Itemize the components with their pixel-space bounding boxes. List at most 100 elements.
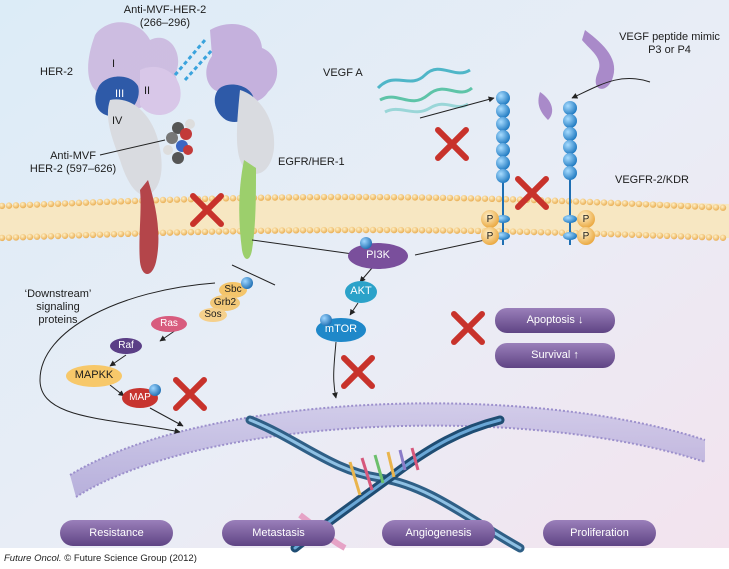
lipid-head [656,201,664,209]
lipid-head [607,199,615,207]
lipid-head [397,194,405,201]
lipid-head [614,231,622,238]
lipid-head [530,228,538,236]
lipid-head [719,204,727,211]
lipid-head [376,193,384,201]
lipid-head [89,199,97,206]
lipid-head [719,234,727,241]
lipid-head [124,230,132,238]
receptor-bead [496,104,510,118]
lipid-head [5,234,13,241]
lipid-head [292,227,300,234]
lipid-head [306,193,314,201]
receptor-bead [563,127,577,141]
her2-receptor [88,22,181,274]
lipid-head [621,200,629,207]
phospho-markers [149,237,372,396]
downstream-line2: signaling [36,301,80,313]
lipid-head [502,195,510,203]
domain-iii-label: III [115,88,125,100]
lipid-head [614,199,622,207]
lipid-head [670,202,678,209]
inhibition-x-icon [173,377,207,411]
lipid-head [47,233,55,240]
lipid-head [558,197,566,205]
anti-mvf-molecule-bottom [163,119,195,164]
lipid-head [334,226,342,234]
lipid-head [166,229,174,236]
raf-node: Raf [118,340,134,351]
lipid-head [460,194,468,202]
lipid-head [446,194,454,202]
receptor-bead [496,91,510,105]
receptor-tm-bead [563,215,577,223]
nuclear-membrane [69,402,706,498]
lipid-head [12,234,20,241]
lipid-head [425,194,433,201]
lipid-head [89,231,97,239]
receptor-bead [563,166,577,180]
lipid-head [642,201,650,208]
lipid-head [684,202,692,210]
lipid-head [649,201,657,208]
lipid-head [201,228,209,236]
lipid-head [40,233,48,240]
lipid-head [306,227,314,234]
lipid-head [264,227,272,234]
lipid-head [341,193,349,201]
lipid-head [362,193,370,201]
vegfr2-label: VEGFR-2/KDR [615,174,689,186]
lipid-head [453,227,461,234]
downstream-label: ‘Downstream’ signaling proteins [18,288,98,327]
lipid-head [593,230,601,237]
receptor-bead [563,114,577,128]
lipid-head [474,227,482,235]
lipid-head [131,197,139,205]
lipid-head [362,226,370,234]
lipid-head [698,233,706,241]
lipid-head [334,193,342,201]
mapkk-node: MAPKK [74,369,114,381]
phospho-vegfr-right-bottom: P [582,231,590,242]
lipid-head [439,227,447,234]
lipid-head [712,234,720,241]
lipid-head [292,194,300,201]
vegf-a-label: VEGF A [323,67,363,79]
lipid-head [418,227,426,234]
lipid-head [642,231,650,239]
lipid-head [194,228,202,236]
vegfr-phospho-discs [481,210,595,245]
inhibition-x-icon [435,127,469,161]
domain-iv-label: IV [112,115,123,127]
receptor-bead [563,153,577,167]
lipid-head [404,226,412,234]
lipid-head [439,194,447,201]
lipid-head [264,194,272,201]
inhibition-x-icon [341,355,375,389]
lipid-head [523,228,531,236]
lipid-head [369,226,377,234]
lipid-head [418,194,426,201]
lipid-head [173,196,181,203]
lipid-head [82,199,90,206]
vegf-mimic-label: VEGF peptide mimic P3 or P4 [612,31,727,57]
lipid-head [586,198,594,206]
outcome-proliferation: Proliferation [570,527,629,539]
anti-mvf-her2-top-label: Anti-MVF-HER-2 (266–296) [105,4,225,30]
lipid-head [376,226,384,234]
receptor-tm-bead [563,232,577,240]
sbc-node: Sbc [224,284,242,295]
lipid-head [656,232,664,239]
vegfr2-receptor-right [563,101,577,245]
lipid-head [54,200,62,207]
lipid-head [411,226,419,234]
lipid-head [124,197,132,205]
lipid-head [5,202,13,209]
inhibition-x-icon [451,311,485,345]
lipid-head [509,196,517,203]
anti-mvf-her2-top-line2: (266–296) [139,17,191,29]
lipid-head [257,227,265,234]
lipid-head [369,193,377,201]
lipid-head [68,199,76,207]
lipid-head [271,194,279,201]
